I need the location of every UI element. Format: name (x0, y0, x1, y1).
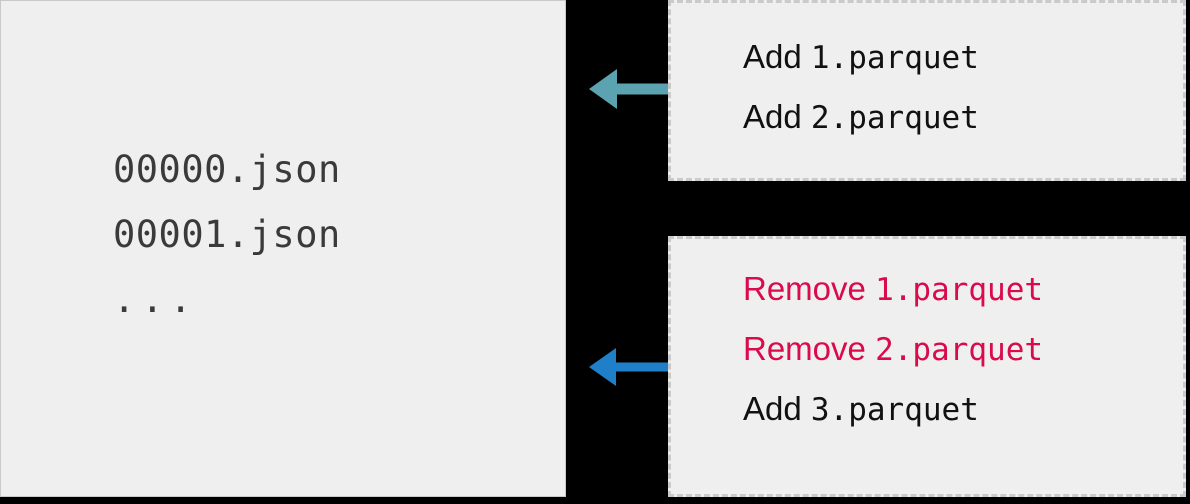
commit-file-label: 1.parquet (875, 272, 1044, 308)
commit-file-label: 2.parquet (875, 332, 1044, 368)
commit-box-second: Remove 1.parquet Remove 2.parquet Add 3.… (668, 236, 1186, 497)
arrow-shaft-teal (613, 83, 669, 95)
commit-op-label: Add (743, 390, 802, 427)
log-entry-00000: 00000.json (113, 148, 341, 191)
commit-action-row: Remove 1.parquet (743, 272, 1183, 306)
log-entry-ellipsis: ... (113, 278, 198, 321)
arrowhead-left-teal-icon (589, 69, 617, 109)
commit-action-row: Remove 2.parquet (743, 332, 1183, 366)
commit-op-label: Add (743, 98, 802, 135)
commit-op-label: Remove (743, 330, 866, 367)
commit-op-label: Remove (743, 270, 866, 307)
arrowhead-left-blue-icon (589, 348, 616, 386)
commit-op-label: Add (743, 38, 802, 75)
arrow-shaft-blue (613, 362, 669, 372)
commit-action-row: Add 2.parquet (743, 100, 1183, 134)
commit-action-list-first: Add 1.parquet Add 2.parquet (743, 40, 1183, 134)
commit-file-label: 1.parquet (810, 40, 979, 76)
commit-file-label: 2.parquet (810, 100, 979, 136)
commit-file-label: 3.parquet (810, 392, 979, 428)
log-entry-00001: 00001.json (113, 213, 341, 256)
commit-action-row: Add 1.parquet (743, 40, 1183, 74)
commit-action-list-second: Remove 1.parquet Remove 2.parquet Add 3.… (743, 272, 1183, 426)
delta-log-panel: 00000.json 00001.json ... (0, 0, 566, 497)
commit-action-row: Add 3.parquet (743, 392, 1183, 426)
commit-box-first: Add 1.parquet Add 2.parquet (668, 0, 1186, 181)
delta-log-entry-list: 00000.json 00001.json ... (113, 151, 533, 318)
